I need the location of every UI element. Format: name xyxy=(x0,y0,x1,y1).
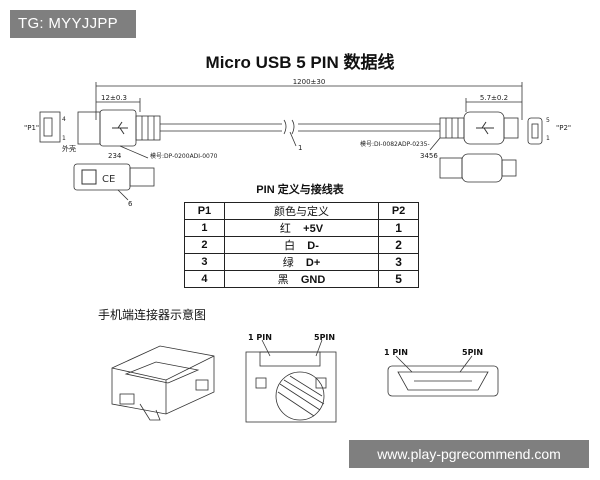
top-tag: TG: MYYJJPP xyxy=(10,10,136,38)
front-pin5-label: 5PIN xyxy=(314,333,335,342)
callout-1: 1 xyxy=(298,144,302,152)
right-dim: 5.7±0.2 xyxy=(480,94,508,102)
cell-p2: 1 xyxy=(378,219,419,237)
cell-p2: 3 xyxy=(378,253,419,271)
cable-break-mark xyxy=(283,119,295,135)
watermark: www.play-pgrecommend.com xyxy=(349,440,589,468)
pin-right-1: 1 xyxy=(546,135,550,142)
usb-a-side-relief xyxy=(129,167,155,187)
micro-side-body xyxy=(461,153,503,183)
callout-234: 234 xyxy=(108,152,122,160)
front-pin1-label: 1 PIN xyxy=(248,333,272,342)
header-p1: P1 xyxy=(184,202,225,220)
side-pin5-label: 5PIN xyxy=(462,348,483,357)
phone-connector-diagrams: 1 PIN 5PIN 1 PIN 5PIN xyxy=(111,333,499,423)
cell-color: 白 xyxy=(284,240,296,252)
cell-def: D+ xyxy=(305,257,321,269)
cell-def: D- xyxy=(307,240,319,252)
usb-a-strain-relief xyxy=(135,115,161,141)
cell-color: 黑 xyxy=(277,274,289,286)
connector-front-view xyxy=(245,339,337,423)
header-p2: P2 xyxy=(378,202,419,220)
svg-text:CE: CE xyxy=(102,174,115,185)
micro-side-relief xyxy=(439,157,463,179)
cell-p2: 2 xyxy=(378,236,419,254)
cell-color: 绿 xyxy=(282,257,294,269)
connector-end-view xyxy=(387,355,499,397)
connector-isometric xyxy=(111,345,215,421)
cell-p1: 1 xyxy=(184,219,225,237)
left-model: 模号:DP-0200ADI-0070 xyxy=(150,152,218,160)
micro-strain-relief xyxy=(439,117,465,139)
micro-side-plug xyxy=(501,159,517,177)
cell-p1: 2 xyxy=(184,236,225,254)
cell-color: 红 xyxy=(279,223,291,235)
cell-p1: 4 xyxy=(184,270,225,288)
cell-color-def: 红 +5V xyxy=(223,219,380,237)
usb-logo-icon xyxy=(112,121,128,135)
table-row: 3 绿 D+ 3 xyxy=(184,253,419,271)
cell-color-def: 白 D- xyxy=(223,236,380,254)
micro-end-view xyxy=(527,117,543,145)
ce-mark-icon: CE xyxy=(81,169,115,185)
table-row: 1 红 +5V 1 xyxy=(184,219,419,237)
usb-logo-icon xyxy=(476,121,494,135)
left-dim: 12±0.3 xyxy=(101,94,127,102)
cell-color-def: 黑 GND xyxy=(223,270,380,288)
pin-table: P1 颜色与定义 P2 1 红 +5V 1 2 白 D- 2 3 绿 D+ 3 … xyxy=(184,202,419,288)
cell-def: +5V xyxy=(303,223,324,235)
table-row: 4 黑 GND 5 xyxy=(184,270,419,288)
usb-a-face xyxy=(39,111,61,143)
outer-shell-label: 外壳 xyxy=(62,144,76,153)
cell-p2: 5 xyxy=(378,270,419,288)
header-color: 颜色与定义 xyxy=(223,202,380,220)
pin-1: 1 xyxy=(62,135,66,142)
pin-right-5: 5 xyxy=(546,117,550,124)
micro-plug xyxy=(503,117,519,139)
length-dim: 1200±30 xyxy=(293,78,326,86)
pin-table-title: PIN 定义与接线表 xyxy=(256,184,344,196)
table-header-row: P1 颜色与定义 P2 xyxy=(184,202,419,220)
callout-3456: 3456 xyxy=(420,152,438,160)
callout-6: 6 xyxy=(128,200,133,208)
cable-diagram: CE 1200±30 12±0.3 5.7±0.2 "P1" "P2" 4 1 … xyxy=(24,78,571,208)
p2-label: "P2" xyxy=(556,124,571,132)
cell-color-def: 绿 D+ xyxy=(223,253,380,271)
diagram-title: Micro USB 5 PIN 数据线 xyxy=(205,53,395,72)
table-row: 2 白 D- 2 xyxy=(184,236,419,254)
cell-p1: 3 xyxy=(184,253,225,271)
side-pin1-label: 1 PIN xyxy=(384,348,408,357)
usb-a-metal xyxy=(77,111,101,145)
phone-connector-title: 手机端连接器示意图 xyxy=(98,308,207,322)
pin-4: 4 xyxy=(62,116,66,123)
p1-label: "P1" xyxy=(24,124,39,132)
cell-def: GND xyxy=(300,274,326,286)
right-model: 模号:DI-0082ADP-0235- xyxy=(360,140,430,148)
